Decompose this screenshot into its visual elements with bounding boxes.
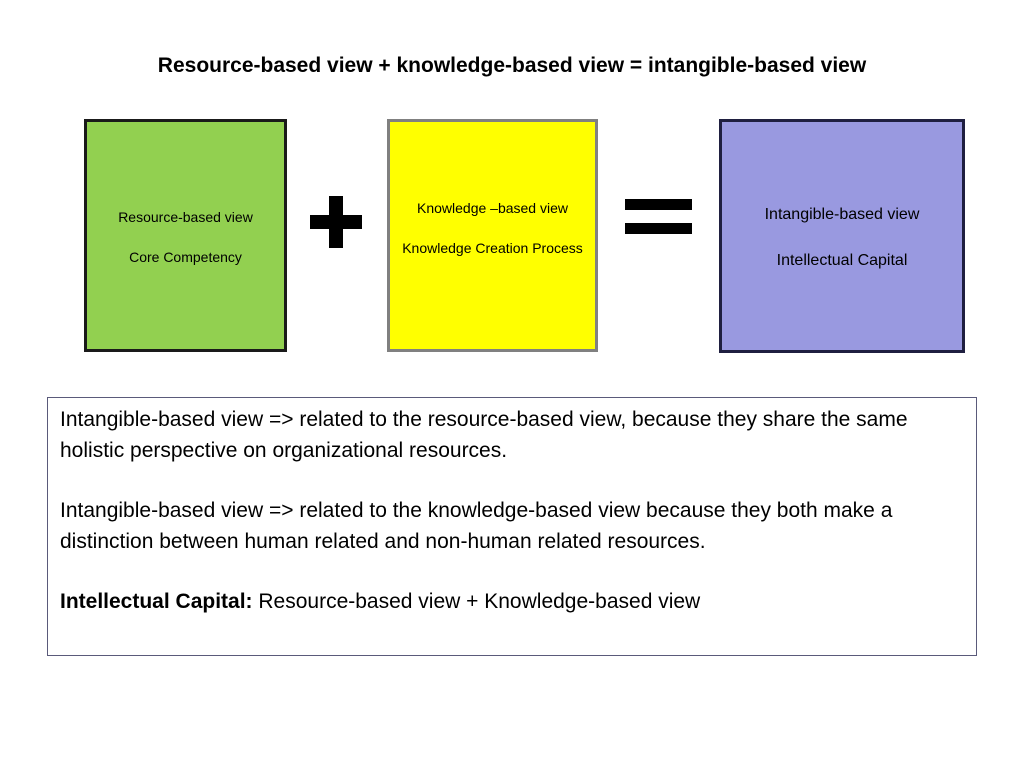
intangible-based-view-box: Intangible-based view Intellectual Capit… (719, 119, 965, 353)
resource-box-line2: Core Competency (129, 249, 242, 265)
knowledge-based-view-box: Knowledge –based view Knowledge Creation… (387, 119, 598, 352)
intellectual-capital-label: Intellectual Capital: (60, 590, 253, 613)
plus-icon-vertical (329, 196, 343, 248)
description-paragraph-1: Intangible-based view => related to the … (60, 408, 908, 462)
knowledge-box-line1: Knowledge –based view (417, 200, 568, 216)
resource-box-line1: Resource-based view (118, 209, 253, 225)
description-paragraph-3: Intellectual Capital: Resource-based vie… (60, 586, 964, 617)
description-text-box: Intangible-based view => related to the … (47, 397, 977, 656)
intangible-box-line2: Intellectual Capital (776, 252, 908, 269)
knowledge-box-line2: Knowledge Creation Process (402, 240, 583, 256)
description-paragraph-2: Intangible-based view => related to the … (60, 499, 893, 553)
equals-icon-bottom-bar (625, 223, 692, 234)
resource-based-view-box: Resource-based view Core Competency (84, 119, 287, 352)
slide-title: Resource-based view + knowledge-based vi… (157, 54, 867, 77)
equals-icon-top-bar (625, 199, 692, 210)
intangible-box-line1: Intangible-based view (764, 206, 920, 223)
intellectual-capital-definition: Resource-based view + Knowledge-based vi… (252, 590, 701, 613)
